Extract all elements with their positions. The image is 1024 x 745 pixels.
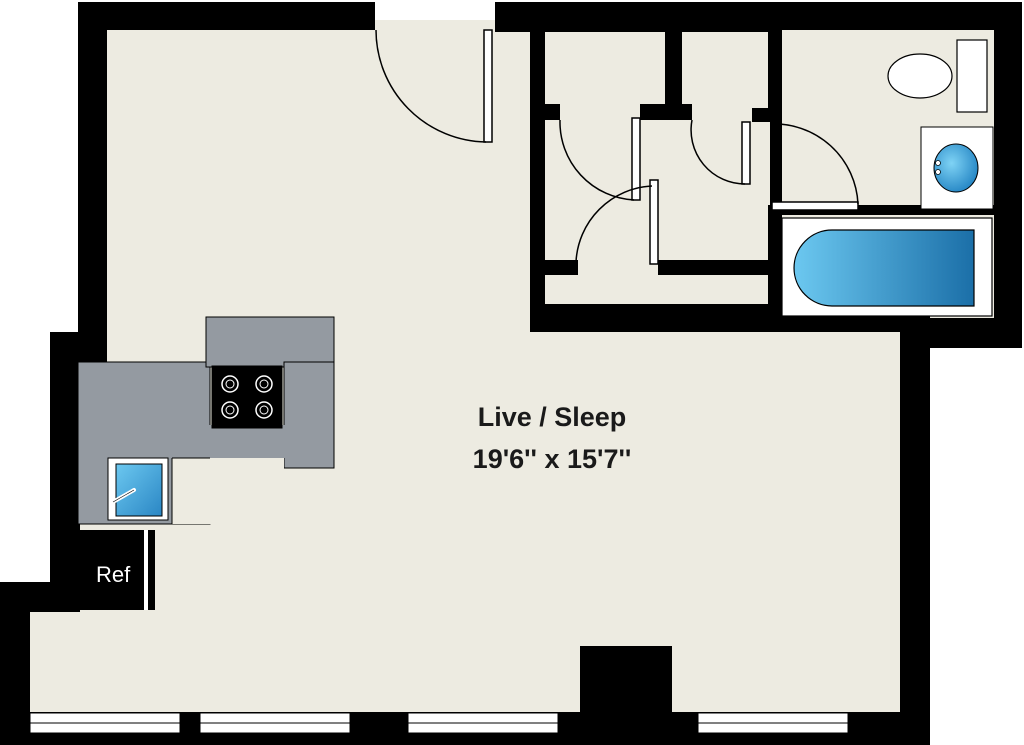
stove-icon <box>211 365 283 429</box>
room-dimensions: 19'6'' x 15'7'' <box>473 444 632 474</box>
refrigerator-label: Ref <box>96 562 131 587</box>
door-leaf <box>483 29 493 143</box>
window-icon <box>29 712 181 734</box>
bathtub-icon <box>781 217 993 317</box>
floor-area <box>30 30 900 712</box>
closet-door-right[interactable] <box>690 119 751 185</box>
room-name: Live / Sleep <box>478 402 627 432</box>
door-swing-icon <box>690 119 746 185</box>
structural-column <box>580 646 672 716</box>
toilet-icon <box>887 39 988 113</box>
closet-floor-left <box>545 32 667 104</box>
door-swing-icon <box>575 185 653 263</box>
entry-door[interactable] <box>375 29 493 143</box>
bottom-closet-floor <box>545 275 767 303</box>
door-swing-icon <box>375 29 487 143</box>
windows <box>29 712 849 734</box>
kitchen-sink-icon <box>107 457 169 521</box>
window-icon <box>407 712 559 734</box>
bathroom-door[interactable] <box>769 123 859 211</box>
interior-walls <box>530 30 1022 348</box>
entry-top <box>375 0 495 20</box>
refrigerator: Ref <box>80 530 155 610</box>
closet-floor-right <box>682 32 768 104</box>
window-icon <box>199 712 351 734</box>
door-swing-icon <box>559 119 635 201</box>
sink-icon <box>920 126 994 210</box>
door-swing-icon <box>769 123 859 205</box>
closet-door-left[interactable] <box>559 117 641 201</box>
window-icon <box>697 712 849 734</box>
bottom-closet-door[interactable] <box>575 179 659 265</box>
